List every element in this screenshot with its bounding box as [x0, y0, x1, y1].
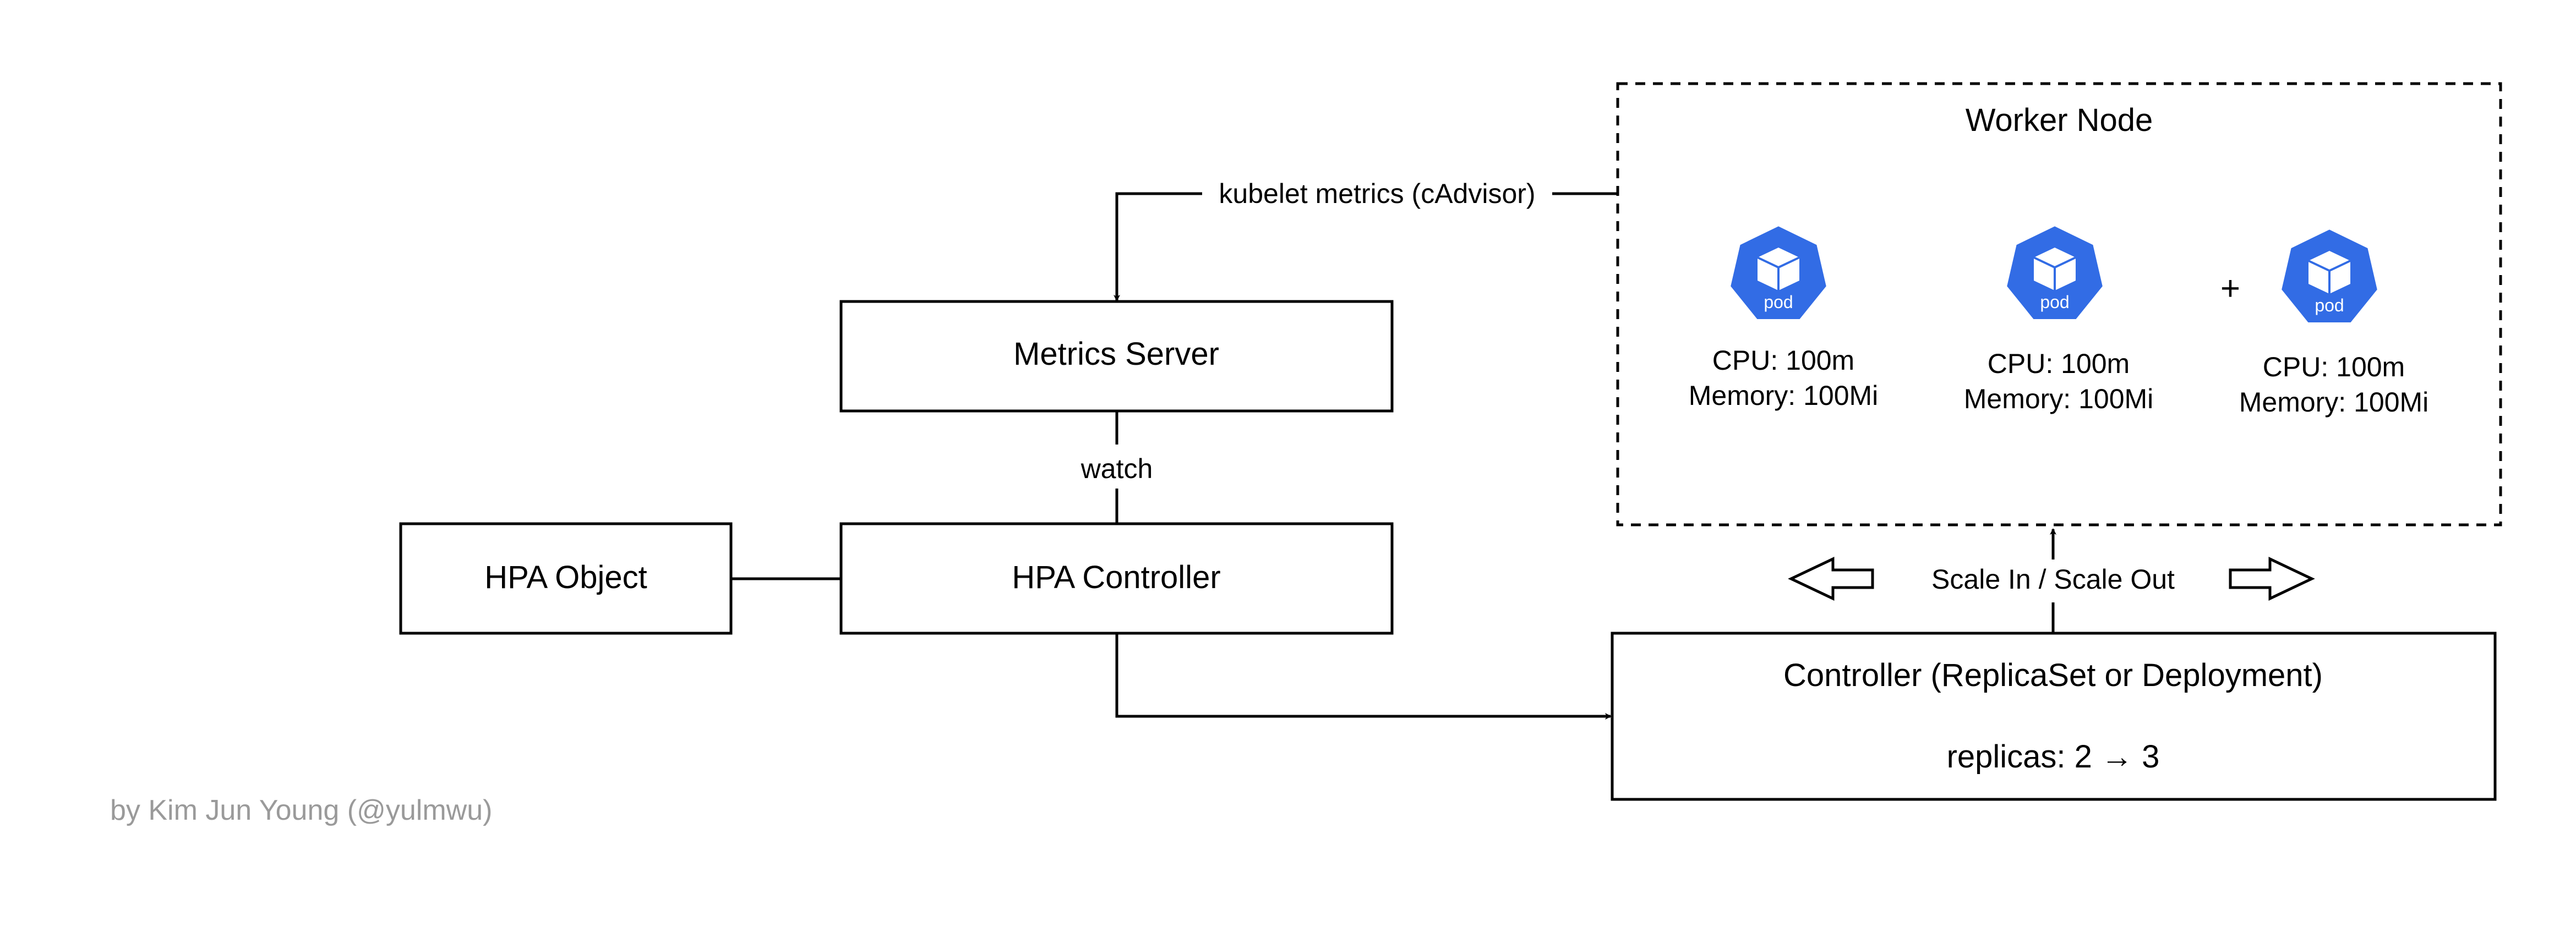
watch-label: watch [1080, 453, 1153, 484]
pod-2-cpu: CPU: 100m [1988, 348, 2130, 379]
scale-label: Scale In / Scale Out [1931, 564, 2175, 595]
controller-box: Controller (ReplicaSet or Deployment) re… [1611, 632, 2497, 801]
pod-2-icon: pod [2003, 222, 2106, 322]
pod-1-icon-text: pod [1764, 292, 1793, 312]
pod-3-icon: pod [2278, 226, 2381, 326]
metrics-server-box: Metrics Server [839, 300, 1394, 413]
pod-1-memory: Memory: 100Mi [1689, 380, 1879, 411]
pod-1-icon: pod [1727, 222, 1830, 322]
kubelet-metrics-edge: kubelet metrics (cAdvisor) [1114, 178, 1618, 301]
pod-3: + pod CPU: 100m Memory: 100Mi [2220, 226, 2429, 418]
hpa-controller-box: HPA Controller [839, 522, 1394, 635]
author-credit: by Kim Jun Young (@yulmwu) [110, 794, 492, 826]
hpa-controller-label: HPA Controller [1012, 559, 1220, 595]
pod-3-icon-text: pod [2315, 295, 2344, 315]
pod-2: pod CPU: 100m Memory: 100Mi [1964, 222, 2154, 414]
pod-1: pod CPU: 100m Memory: 100Mi [1689, 222, 1879, 411]
worker-node-container: Worker Node [1616, 82, 2502, 526]
replicas-label: replicas: 2 → 3 [1947, 739, 2160, 775]
pod-1-cpu: CPU: 100m [1712, 345, 1854, 376]
metrics-server-label: Metrics Server [1013, 336, 1219, 372]
hpa-object-label: HPA Object [484, 559, 647, 595]
hpa-object-box: HPA Object [399, 522, 733, 635]
pod-3-memory: Memory: 100Mi [2239, 387, 2429, 418]
scale-edge: Scale In / Scale Out [1931, 528, 2175, 633]
scale-out-arrow-icon [2229, 557, 2315, 601]
pod-3-cpu: CPU: 100m [2263, 352, 2405, 382]
watch-edge: watch [1080, 411, 1153, 524]
pod-3-plus-marker: + [2220, 270, 2240, 308]
worker-node-title: Worker Node [1966, 102, 2153, 138]
controller-title: Controller (ReplicaSet or Deployment) [1783, 657, 2323, 693]
hpa-to-controller-edge [1115, 633, 1612, 720]
pod-2-icon-text: pod [2040, 292, 2069, 312]
kubelet-metrics-label: kubelet metrics (cAdvisor) [1219, 178, 1535, 209]
scale-in-arrow-icon [1788, 557, 1874, 601]
pod-2-memory: Memory: 100Mi [1964, 383, 2154, 414]
